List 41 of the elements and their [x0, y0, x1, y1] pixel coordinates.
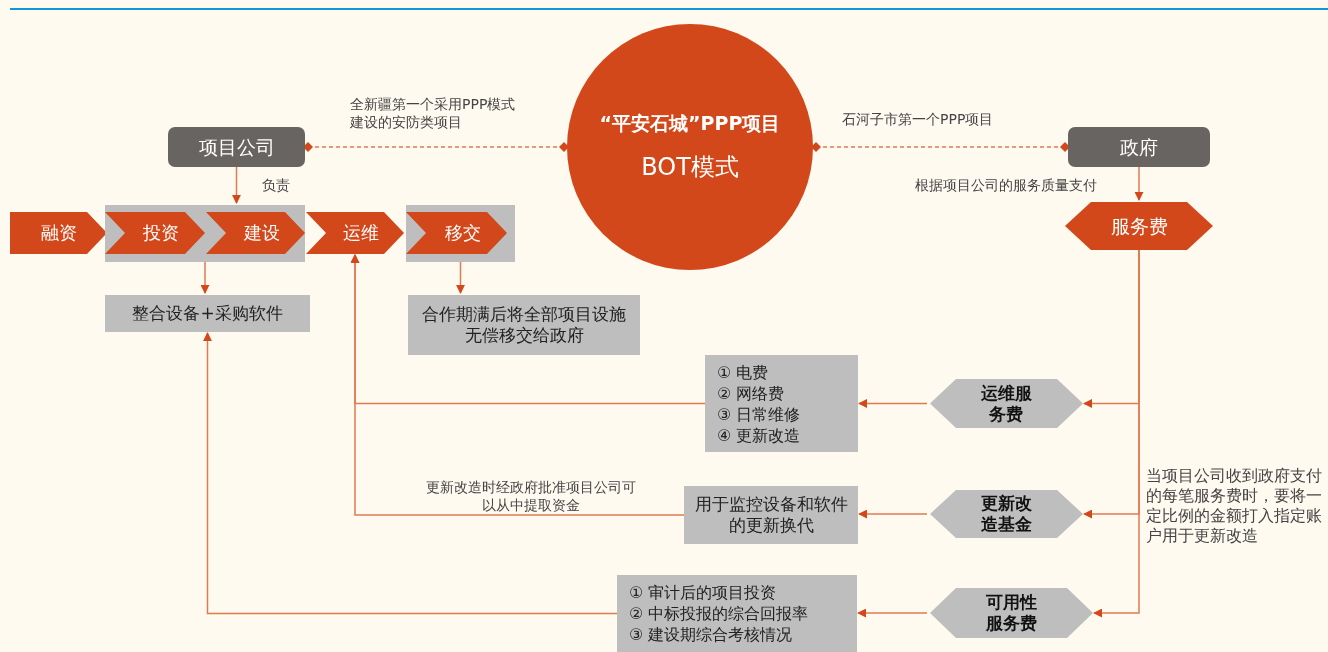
info-box: 合作期满后将全部项目设施无偿移交给政府 — [408, 295, 640, 355]
item-list-box — [705, 355, 858, 452]
list-item: ② 网络费 — [717, 382, 785, 404]
list-item: ④ 更新改造 — [717, 424, 801, 446]
list-item: ② 中标投报的综合回报率 — [629, 603, 809, 624]
arrow — [858, 509, 928, 519]
info-box: 用于监控设备和软件的更新换代 — [684, 486, 858, 544]
dashed-connector — [303, 142, 569, 152]
project-circle — [567, 24, 813, 270]
item-list-box — [617, 575, 857, 652]
arrow — [456, 261, 465, 294]
arrow — [350, 254, 685, 516]
party-box: 项目公司 — [168, 127, 305, 167]
arrow — [1134, 166, 1144, 201]
list-item: ③ 日常维修 — [717, 403, 801, 425]
arrow — [200, 261, 210, 294]
fee-hexagon: 服务费 — [1065, 202, 1213, 250]
process-step: 融资 — [10, 212, 107, 254]
fee-hexagon: 运维服务费 — [930, 379, 1083, 428]
arrow — [858, 399, 928, 408]
stage-band — [105, 205, 305, 262]
stage-band — [406, 205, 515, 262]
note-text: 当项目公司收到政府支付的每笔服务费时，要将一定比例的金额打入指定账户用于更新改造 — [1146, 466, 1324, 546]
process-step: 移交 — [406, 212, 507, 254]
arrow — [232, 166, 241, 204]
arrow — [203, 332, 618, 615]
arrow — [857, 608, 928, 618]
party-box: 政府 — [1068, 127, 1210, 167]
list-item: ① 审计后的项目投资 — [629, 582, 777, 603]
mode-label: BOT模式 — [641, 152, 739, 183]
arrow — [1093, 249, 1140, 618]
process-step: 投资 — [105, 212, 205, 254]
fee-hexagon: 更新改造基金 — [930, 490, 1083, 538]
list-item: ③ 建设期综合考核情况 — [629, 624, 793, 645]
info-box: 整合设备+采购软件 — [105, 295, 310, 332]
list-item: ① 电费 — [717, 361, 769, 383]
process-step: 运维 — [306, 212, 404, 254]
fee-hexagon: 可用性服务费 — [930, 588, 1093, 638]
process-step: 建设 — [206, 212, 305, 254]
dashed-connector — [811, 142, 1070, 152]
project-title: “平安石城”PPP项目 — [599, 111, 781, 136]
